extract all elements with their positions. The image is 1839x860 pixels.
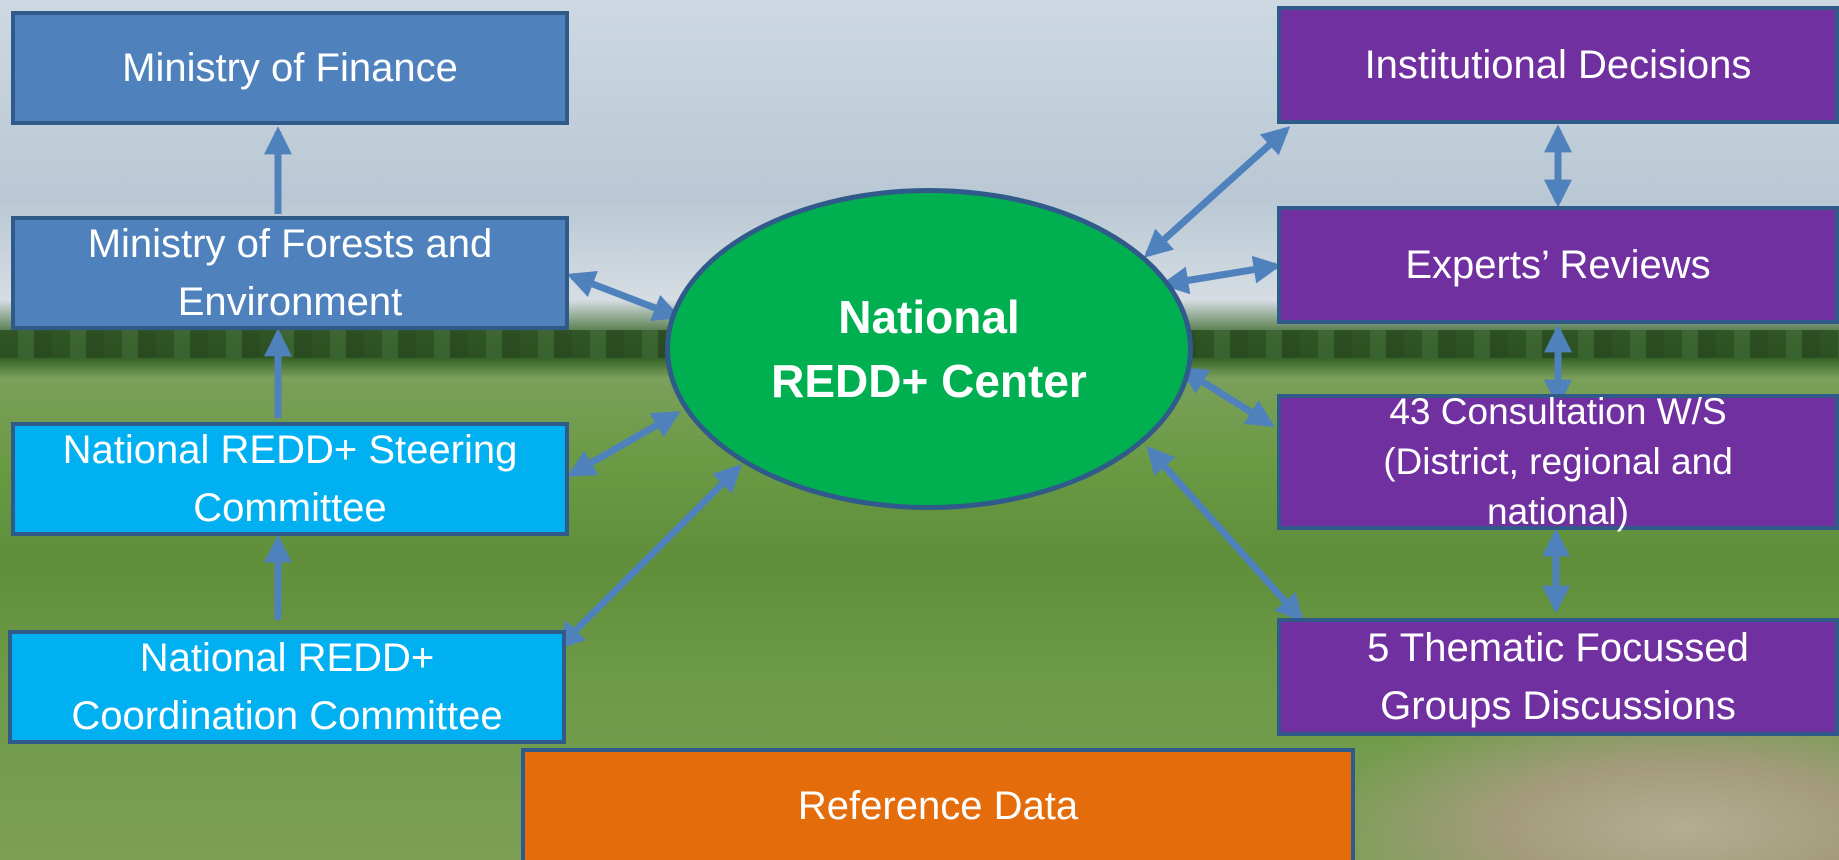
arrow-center-thematic [1146,445,1304,623]
steering-committee-box: National REDD+ Steering Committee [11,422,569,536]
center-label-line1: National [838,291,1020,343]
thematic-label-line1: 5 Thematic Focussed [1367,626,1749,670]
consultation-workshops-box: 43 Consultation W/S (District, regional … [1277,391,1839,532]
thematic-label-line2: Groups Discussions [1380,684,1736,728]
arrow-coordination-center [556,464,742,650]
center-label-line2: REDD+ Center [771,355,1087,407]
reference-data-box: Reference Data [521,748,1355,860]
consultation-label-line2: (District, regional and [1383,441,1733,482]
ministry-of-finance-label: Ministry of Finance [122,46,458,90]
consultation-label-line3: national) [1487,491,1629,532]
experts-reviews-label: Experts’ Reviews [1405,243,1711,287]
arrow-steering-center [567,410,681,478]
coordination-committee-label-line2: Coordination Committee [71,694,503,738]
coordination-committee-box: National REDD+ Coordination Committee [8,630,566,744]
national-redd-center-ellipse: National REDD+ Center [665,188,1193,510]
steering-committee-label-line2: Committee [193,486,387,530]
institutional-decisions-box: Institutional Decisions [1277,6,1839,124]
ministry-of-forests-label-line1: Ministry of Forests and [87,222,493,266]
steering-committee-label-line1: National REDD+ Steering [62,428,518,472]
coordination-committee-label-line1: National REDD+ [139,636,435,680]
thematic-discussions-box: 5 Thematic Focussed Groups Discussions [1277,618,1839,736]
arrow-center-experts [1160,255,1282,295]
arrow-forests-center [566,270,682,322]
reference-data-label: Reference Data [797,784,1079,828]
institutional-decisions-label: Institutional Decisions [1364,43,1752,87]
experts-reviews-box: Experts’ Reviews [1277,206,1839,324]
arrow-center-consultation [1179,367,1275,427]
arrow-center-institutional [1143,126,1291,258]
consultation-label-line1: 43 Consultation W/S [1389,391,1727,432]
ministry-of-forests-box: Ministry of Forests and Environment [11,216,569,330]
ministry-of-finance-box: Ministry of Finance [11,11,569,125]
ministry-of-forests-label-line2: Environment [177,280,403,324]
